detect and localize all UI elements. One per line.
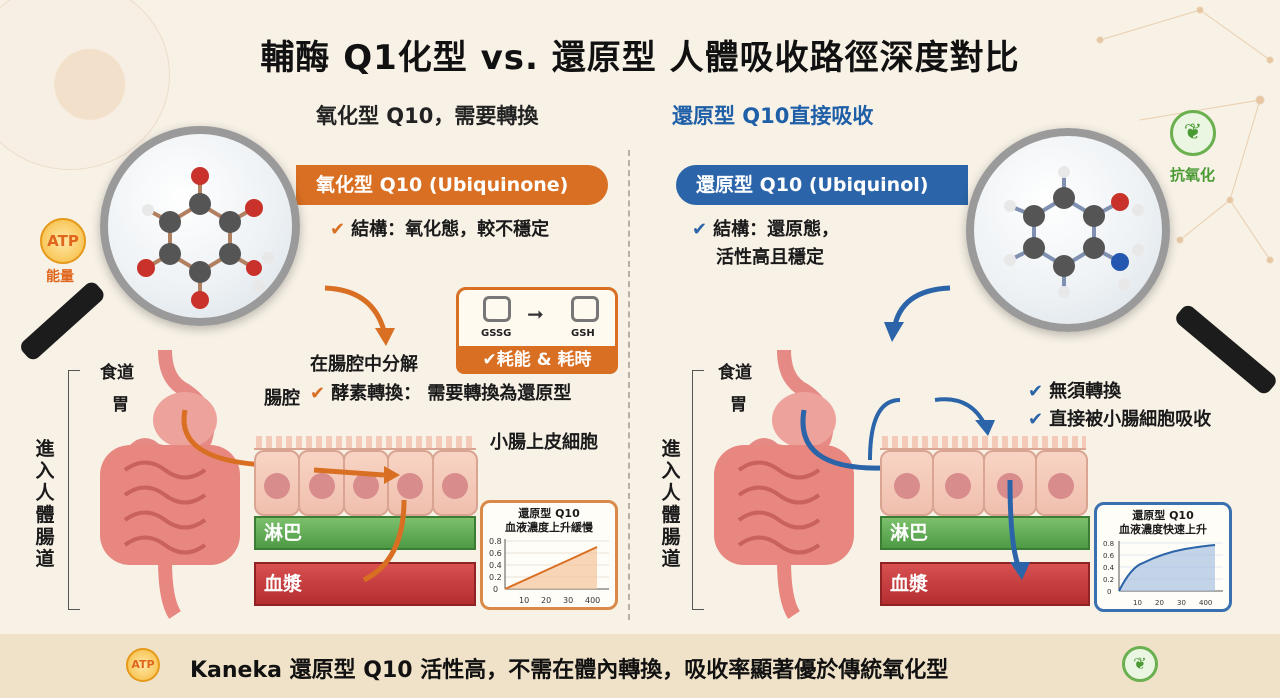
stomach-label: 胃 — [112, 395, 129, 415]
svg-text:30: 30 — [563, 596, 573, 605]
svg-text:10: 10 — [519, 596, 529, 605]
magnifier-ubiquinone — [100, 126, 300, 326]
esophagus-label: 食道 — [718, 363, 752, 383]
svg-text:0.4: 0.4 — [1103, 564, 1115, 572]
footer-text: Kaneka 還原型 Q10 活性高，不需在體內轉換，吸收率顯著優於傳統氧化型 — [190, 658, 949, 683]
svg-text:0: 0 — [1107, 588, 1111, 596]
svg-text:0.4: 0.4 — [489, 561, 502, 570]
check-icon: ✔ — [330, 219, 346, 240]
svg-text:20: 20 — [541, 596, 551, 605]
svg-text:400: 400 — [585, 596, 600, 605]
enzyme-conversion: ✔酵素轉換： 需要轉換為還原型 — [310, 383, 572, 404]
left-vertical-label: 進入人體腸道 — [35, 438, 55, 570]
gssg-molecule-icon — [483, 296, 511, 322]
digestive-tract-illustration — [100, 350, 255, 619]
right-bullets: ✔無須轉換 ✔直接被小腸細胞吸收 — [1028, 378, 1211, 434]
svg-text:0.6: 0.6 — [1103, 552, 1115, 560]
magnifier-ubiquinol — [966, 128, 1170, 332]
antioxidant-label: 抗氧化 — [1170, 166, 1216, 184]
svg-text:0: 0 — [493, 585, 498, 594]
left-bracket — [68, 370, 80, 610]
cell — [1034, 450, 1088, 516]
page-title: 輔酶 Q1化型 vs. 還原型 人體吸收路徑深度對比 — [260, 38, 1020, 78]
svg-text:0.2: 0.2 — [489, 573, 502, 582]
decompose-label: 在腸腔中分解 — [310, 354, 418, 375]
check-icon: ✔ — [692, 219, 708, 240]
check-icon: ✔ — [1028, 381, 1044, 402]
microvilli — [254, 436, 476, 450]
right-lymph: 淋巴 — [880, 516, 1090, 550]
left-structure: ✔結構：氧化態，較不穩定 — [330, 219, 550, 240]
cell — [880, 450, 934, 516]
center-divider — [628, 150, 630, 620]
right-vertical-label: 進入人體腸道 — [661, 438, 681, 570]
cell — [931, 450, 985, 516]
left-plasma: 血漿 — [254, 562, 476, 606]
energy-time-cost: ✔耗能 & 耗時 — [456, 346, 618, 374]
svg-text:30: 30 — [1177, 599, 1186, 607]
antioxidant-leaf-icon: ❦ — [1170, 110, 1216, 156]
svg-text:0.8: 0.8 — [1103, 540, 1114, 548]
epithelium-label: 小腸上皮細胞 — [490, 432, 598, 453]
arrow-right-icon: ➞ — [527, 302, 544, 326]
cell — [298, 450, 345, 516]
right-structure: ✔結構：還原態，活性高且穩定 — [692, 219, 840, 268]
orange-curve-arrow — [324, 285, 395, 346]
atp-label: 能量 — [46, 269, 74, 285]
cell — [342, 450, 390, 516]
left-lymph: 淋巴 — [254, 516, 476, 550]
svg-text:0.2: 0.2 — [1103, 576, 1114, 584]
check-icon: ✔ — [482, 350, 497, 370]
gsh-molecule-icon — [571, 296, 599, 322]
svg-text:0.8: 0.8 — [489, 537, 502, 546]
gsh-label: GSH — [571, 328, 595, 339]
left-subtitle: 氧化型 Q10，需要轉換 — [316, 104, 539, 128]
cell — [431, 450, 479, 516]
leaf-icon: ❦ — [1122, 646, 1158, 682]
ubiquinol-molecule-icon — [1004, 166, 1144, 298]
right-epithelium — [880, 436, 1088, 516]
right-chart-plot: 0.8 0.6 0.4 0.2 0 10 20 30 400 — [1103, 540, 1223, 607]
footer-banner — [0, 634, 1280, 698]
bullet-direct-absorption: ✔直接被小腸細胞吸收 — [1028, 409, 1212, 430]
microvilli — [880, 436, 1086, 450]
atp-icon: ATP — [126, 648, 160, 682]
ubiquinol-label: 還原型 Q10 (Ubiquinol) — [676, 165, 968, 205]
check-icon: ✔ — [310, 383, 326, 404]
orange-absorption-arrows — [313, 466, 407, 583]
blue-curve-arrow — [884, 285, 951, 342]
lumen-label: 腸腔 — [264, 388, 300, 409]
right-plasma: 血漿 — [880, 562, 1090, 606]
bullet-no-conversion: ✔無須轉換 — [1028, 381, 1122, 402]
epithelial-cells — [254, 450, 479, 516]
network-decoration — [1096, 6, 1274, 264]
svg-text:0.6: 0.6 — [489, 549, 502, 558]
stomach-label: 胃 — [730, 395, 747, 415]
ubiquinone-molecule-icon — [137, 167, 274, 309]
digestive-tract-illustration — [714, 350, 883, 619]
right-subtitle: 還原型 Q10直接吸收 — [672, 104, 874, 128]
gssg-label: GSSG — [481, 328, 512, 339]
blue-absorption-arrows — [868, 397, 1030, 580]
svg-text:400: 400 — [1199, 599, 1212, 607]
right-bracket — [692, 370, 704, 610]
check-icon: ✔ — [1028, 409, 1044, 430]
atp-energy-icon: ATP — [40, 218, 86, 264]
left-chart-plot: 0.8 0.6 0.4 0.2 0 10 20 30 400 — [489, 537, 609, 605]
ubiquinone-label: 氧化型 Q10 (Ubiquinone) — [296, 165, 608, 205]
esophagus-label: 食道 — [100, 363, 134, 383]
svg-text:10: 10 — [1133, 599, 1142, 607]
left-epithelium — [254, 436, 479, 516]
svg-text:20: 20 — [1155, 599, 1164, 607]
